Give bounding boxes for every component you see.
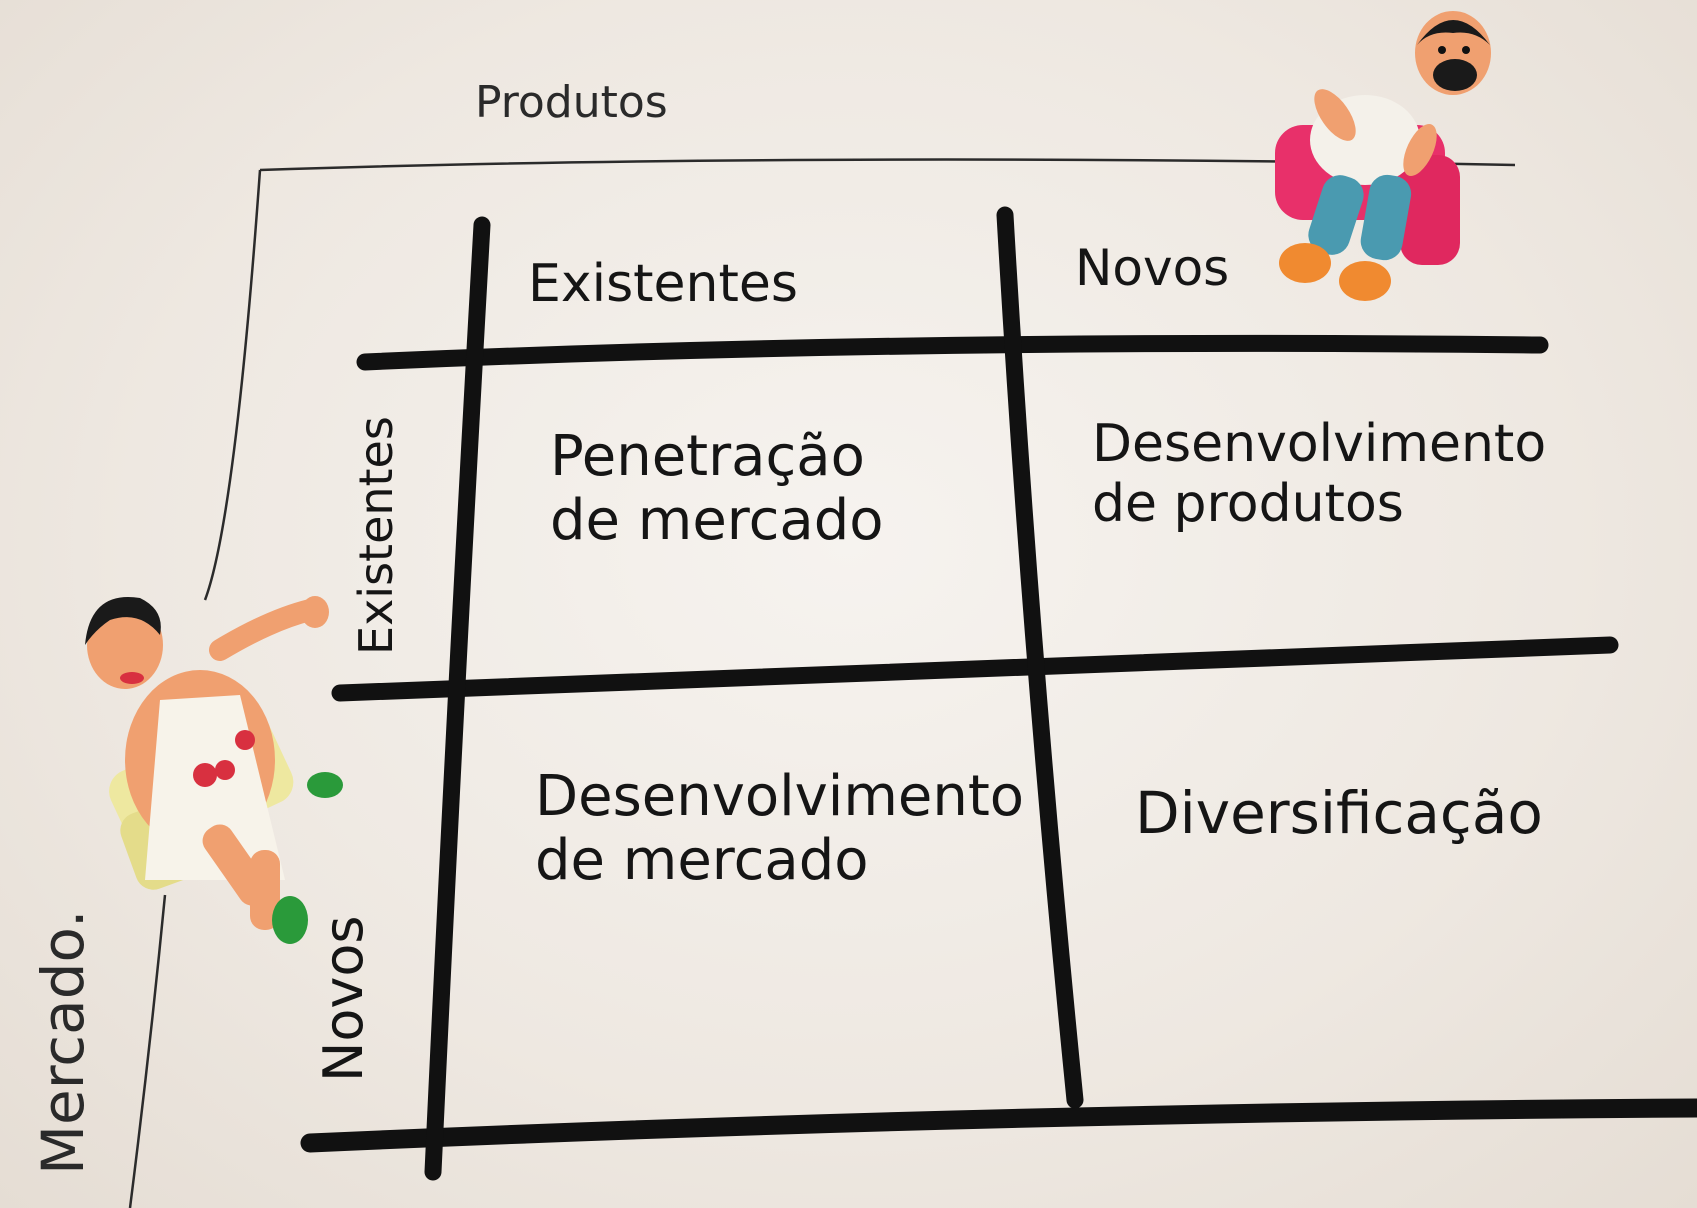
grid-vertical-right — [996, 206, 1084, 1109]
left-axis-line — [203, 169, 262, 601]
grid-horizontal-top — [356, 334, 1549, 371]
clay-figure-man-icon — [1275, 11, 1491, 301]
cell-diversification: Diversificação — [1135, 780, 1543, 847]
column-header-existing: Existentes — [528, 254, 798, 314]
cell-line: Penetração — [550, 424, 865, 489]
cell-line: de produtos — [1092, 473, 1404, 534]
cell-line: de mercado — [550, 488, 884, 554]
cell-line: Desenvolvimento — [535, 764, 1025, 829]
cell-line: de mercado — [535, 828, 869, 894]
products-axis-label: Produtos — [475, 77, 668, 128]
grid-horizontal-middle — [331, 636, 1619, 702]
grid-vertical-left — [424, 216, 491, 1181]
grid-horizontal-bottom — [300, 1098, 1697, 1153]
column-header-new: Novos — [1075, 239, 1230, 297]
clay-figure-woman-icon — [85, 596, 343, 944]
cell-market-penetration: Penetração de mercado — [550, 424, 884, 554]
cell-line: Desenvolvimento — [1092, 414, 1547, 474]
cell-line: Diversificação — [1135, 779, 1543, 847]
cell-market-development: Desenvolvimento de mercado — [535, 764, 1025, 894]
left-axis-line-lower — [128, 894, 167, 1208]
cell-product-development: Desenvolvimento de produtos — [1092, 414, 1547, 535]
